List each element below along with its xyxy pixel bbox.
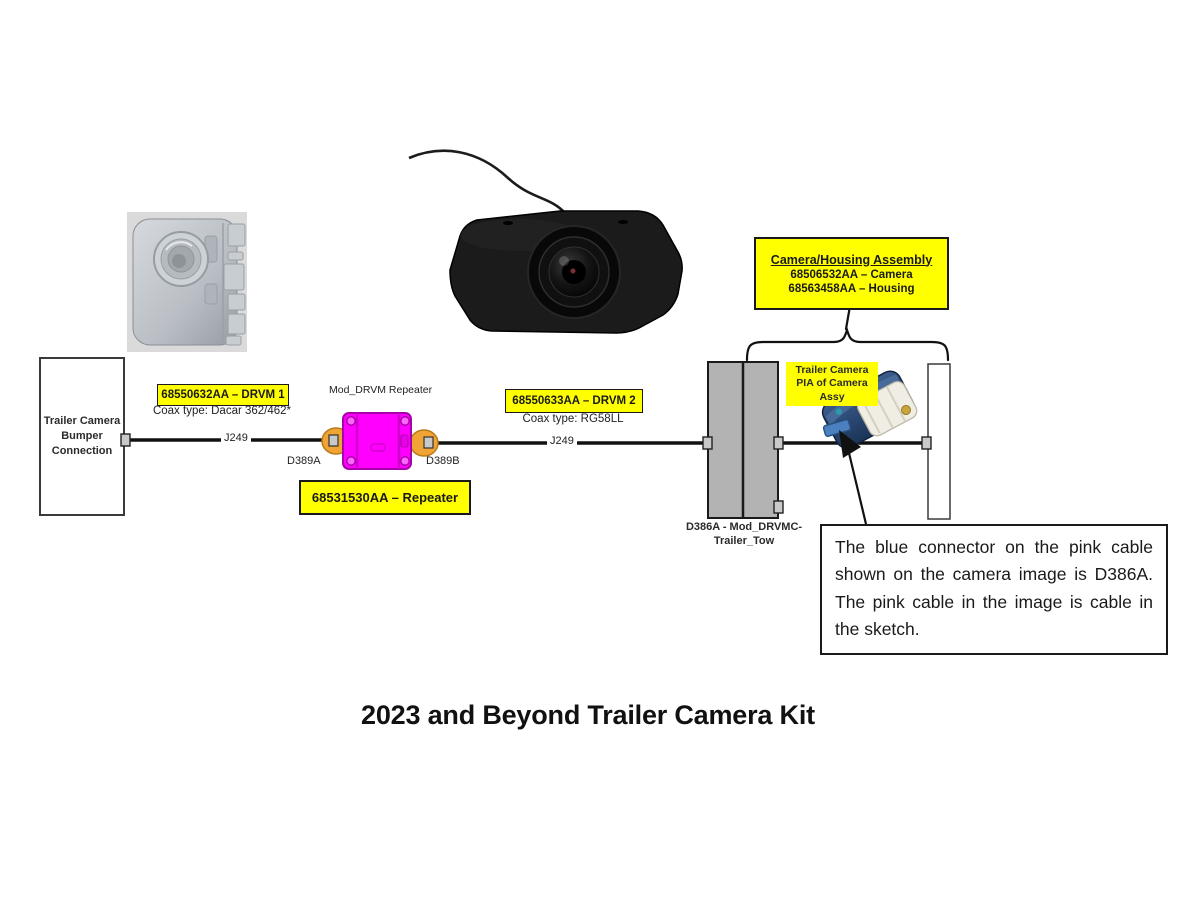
assembly-heading: Camera/Housing Assembly xyxy=(770,252,933,267)
page-title: 2023 and Beyond Trailer Camera Kit xyxy=(361,700,815,730)
wire1-j249-label: J249 xyxy=(221,432,251,444)
drvmc-line1: D386A - Mod_DRVMC- xyxy=(685,521,803,533)
connector-d389b-label: D389B xyxy=(426,455,460,467)
inline-connectors xyxy=(120,433,932,514)
bumper-line1: Trailer Camera xyxy=(43,415,121,428)
bumper-line3: Connection xyxy=(51,444,113,457)
assembly-brace xyxy=(745,304,950,362)
drvm1-coax-type: Coax type: Dacar 362/462* xyxy=(152,405,292,417)
drvm1-part-label: 68550632AA – DRVM 1 xyxy=(157,384,289,406)
repeater-part-label: 68531530AA – Repeater xyxy=(299,480,471,515)
connector-d389a-label: D389A xyxy=(287,455,321,467)
pia-line2: PIA of Camera Assy xyxy=(796,377,868,403)
drvmc-tow-label: D386A - Mod_DRVMC- Trailer_Tow xyxy=(681,520,807,549)
assembly-housing-part: 68563458AA – Housing xyxy=(788,282,915,295)
pia-line1: Trailer Camera xyxy=(795,364,869,376)
pia-camera-label: Trailer Camera PIA of Camera Assy xyxy=(786,362,878,407)
repeater-title: Mod_DRVM Repeater xyxy=(329,384,433,396)
bumper-connection-label: Trailer Camera Bumper Connection xyxy=(40,358,124,515)
drvmc-line2: Trailer_Tow xyxy=(713,535,775,548)
note-box: The blue connector on the pink cable sho… xyxy=(820,524,1168,655)
assembly-camera-part: 68506532AA – Camera xyxy=(790,268,913,281)
drvm2-coax-type: Coax type: RG58LL xyxy=(522,413,624,425)
assembly-callout-box: Camera/Housing Assembly 68506532AA – Cam… xyxy=(754,237,949,310)
camera-photo xyxy=(408,149,683,334)
blue-connector xyxy=(822,419,852,437)
drvm2-part-label: 68550633AA – DRVM 2 xyxy=(505,389,643,413)
repeater-module xyxy=(321,412,439,470)
wire2-j249-label: J249 xyxy=(547,435,577,447)
note-arrow xyxy=(839,430,868,525)
drvmc-tow-box xyxy=(707,361,779,519)
housing-photo xyxy=(127,212,247,352)
bumper-line2: Bumper xyxy=(61,430,103,443)
